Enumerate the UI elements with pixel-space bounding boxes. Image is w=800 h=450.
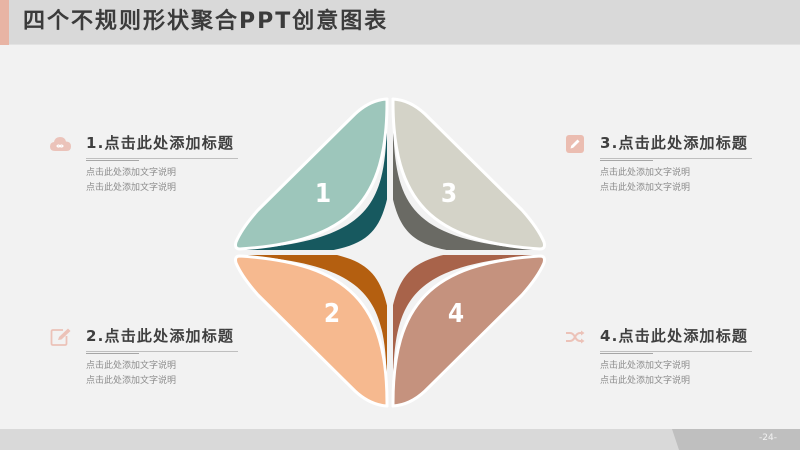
- divider: [86, 351, 238, 352]
- item-description[interactable]: 点击此处添加文字说明 点击此处添加文字说明: [600, 166, 690, 196]
- desc-line: 点击此处添加文字说明: [600, 376, 691, 386]
- inner-crescents: [240, 102, 540, 403]
- segment-4: [391, 254, 546, 408]
- edit-icon: [50, 327, 72, 347]
- desc-line: 点击此处添加文字说明: [86, 168, 177, 178]
- header-bar: 四个不规则形状聚合PPT创意图表: [0, 0, 800, 45]
- desc-line: 点击此处添加文字说明: [86, 361, 177, 371]
- desc-line: 点击此处添加文字说明: [86, 183, 177, 193]
- footer-accent: -24-: [672, 429, 800, 450]
- segment-label-4: 4: [447, 299, 465, 329]
- desc-line: 点击此处添加文字说明: [600, 183, 691, 193]
- header-accent: [0, 0, 9, 45]
- divider: [600, 158, 752, 159]
- pencil-icon: [564, 134, 586, 154]
- segment-label-2: 2: [323, 299, 341, 329]
- divider-accent: [600, 353, 653, 354]
- page-number: -24-: [759, 433, 777, 443]
- divider: [600, 351, 752, 352]
- segment-3: [391, 97, 546, 251]
- segment-label-3: 3: [440, 179, 458, 209]
- divider: [86, 158, 238, 159]
- segment-2: [234, 254, 389, 408]
- desc-line: 点击此处添加文字说明: [86, 376, 177, 386]
- divider-accent: [86, 353, 139, 354]
- item-title[interactable]: 1.点击此处添加标题: [86, 134, 235, 152]
- divider-accent: [600, 160, 653, 161]
- item-description[interactable]: 点击此处添加文字说明 点击此处添加文字说明: [86, 166, 176, 196]
- page-title: 四个不规则形状聚合PPT创意图表: [23, 9, 389, 34]
- desc-line: 点击此处添加文字说明: [600, 168, 691, 178]
- footer-bar: -24-: [0, 429, 800, 450]
- segment-label-1: 1: [314, 179, 332, 209]
- desc-line: 点击此处添加文字说明: [600, 361, 691, 371]
- four-shape-diagram: 1 2 3 4: [230, 90, 550, 415]
- cloud-icon: [50, 134, 72, 154]
- segment-1: [234, 97, 389, 251]
- item-description[interactable]: 点击此处添加文字说明 点击此处添加文字说明: [600, 359, 690, 389]
- item-title[interactable]: 3.点击此处添加标题: [600, 134, 749, 152]
- item-title[interactable]: 4.点击此处添加标题: [600, 327, 749, 345]
- item-description[interactable]: 点击此处添加文字说明 点击此处添加文字说明: [86, 359, 176, 389]
- divider-accent: [86, 160, 139, 161]
- item-title[interactable]: 2.点击此处添加标题: [86, 327, 235, 345]
- shuffle-icon: [564, 327, 586, 347]
